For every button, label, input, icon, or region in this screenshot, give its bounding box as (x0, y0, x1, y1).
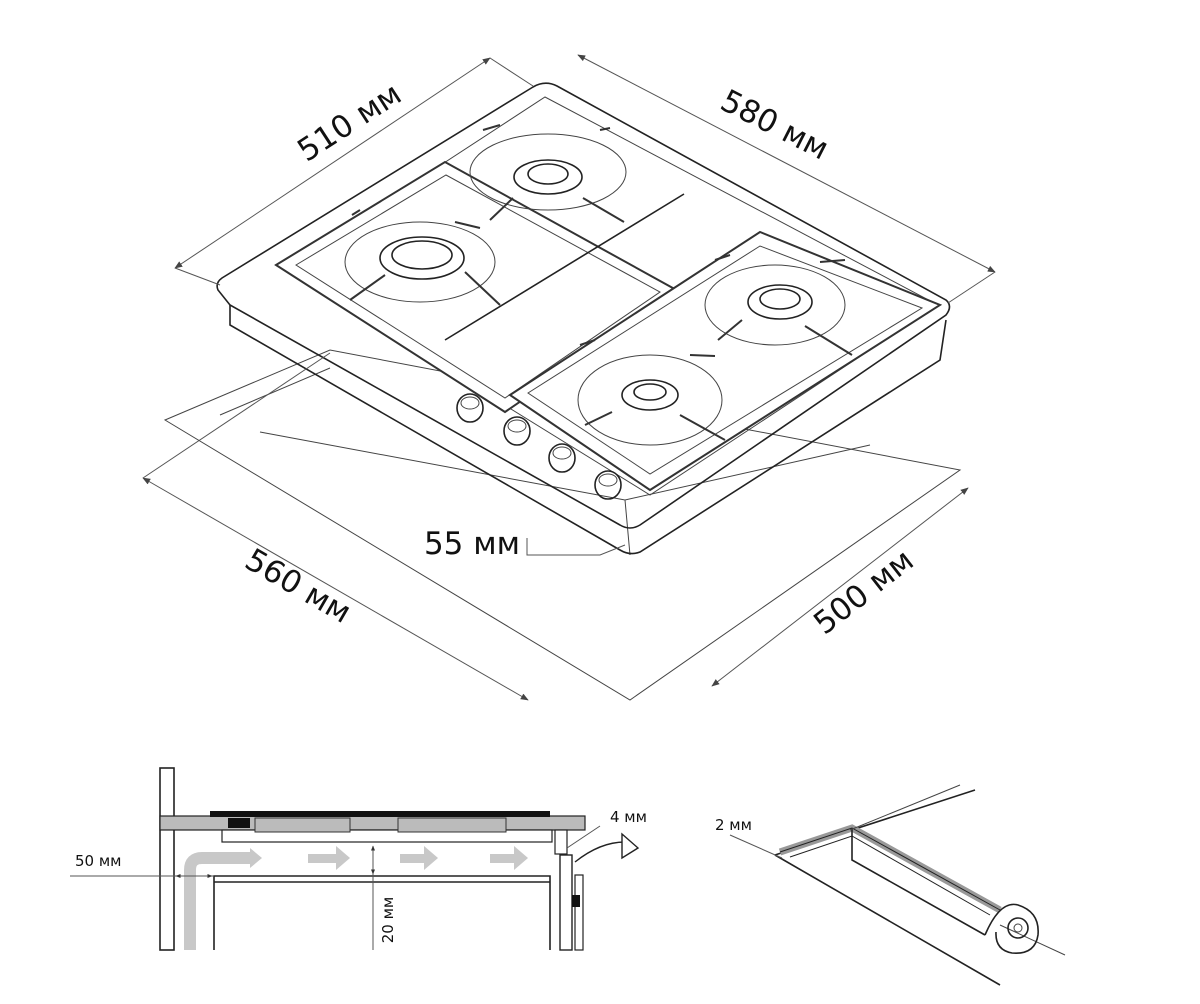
cross-section (70, 767, 640, 951)
cutout-width-label: 560 мм (239, 542, 357, 631)
knob-4 (594, 470, 622, 500)
hob-depth-label: 510 мм (291, 76, 408, 169)
section-gap-left-label: 50 мм (75, 852, 122, 870)
pan-support-right (508, 230, 943, 492)
knob-1 (456, 393, 484, 423)
control-knobs (456, 393, 622, 500)
seal-detail (729, 784, 1066, 986)
hob-width-label: 580 мм (715, 83, 835, 168)
section-gap-under-label: 20 мм (379, 897, 397, 944)
seal-thickness-label: 2 мм (715, 816, 752, 834)
hob-height-label: 55 мм (424, 526, 520, 562)
dimension-lines (142, 54, 996, 701)
cutout-depth-label: 500 мм (807, 542, 920, 642)
section-gap-top-label: 4 мм (610, 808, 647, 826)
knob-2 (503, 416, 531, 446)
burner-front (577, 339, 726, 446)
knob-3 (548, 443, 576, 473)
